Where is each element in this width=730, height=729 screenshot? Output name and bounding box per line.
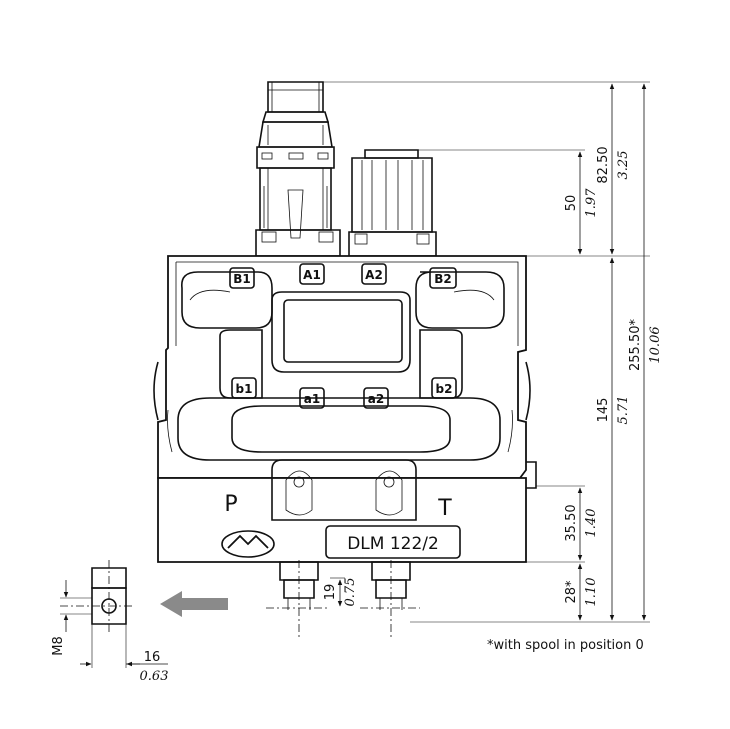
port-labels: B1 A1 A2 B2 b1 a1 a2 b2 P T DLM 122/2 bbox=[224, 263, 457, 554]
port-a1: a1 bbox=[304, 392, 320, 406]
dim-19: 19 bbox=[323, 584, 338, 601]
valve-lower-block bbox=[157, 459, 537, 563]
port-A2: A2 bbox=[365, 268, 383, 282]
dim-19-in: 0.75 bbox=[343, 578, 358, 607]
brand-logo bbox=[221, 530, 275, 558]
valve-body bbox=[153, 255, 531, 479]
port-B1: B1 bbox=[233, 272, 251, 286]
dim-28-in: 1.10 bbox=[584, 578, 599, 607]
actuator-right bbox=[348, 149, 437, 257]
dim-255-in: 10.06 bbox=[648, 326, 663, 363]
side-detail: M8 16 0.63 bbox=[51, 560, 168, 684]
port-B2: B2 bbox=[434, 272, 452, 286]
port-a2: a2 bbox=[368, 392, 384, 406]
dim-82-in: 3.25 bbox=[616, 151, 631, 180]
port-T: T bbox=[437, 496, 452, 521]
dimension-texts: 50 1.97 82.50 3.25 255.50* 10.06 145 5.7… bbox=[323, 146, 663, 606]
port-A1: A1 bbox=[303, 268, 321, 282]
dim-16-in: 0.63 bbox=[140, 669, 169, 684]
dimension-lines bbox=[323, 81, 650, 623]
dim-16: 16 bbox=[144, 650, 161, 665]
dim-35-in: 1.40 bbox=[584, 509, 599, 538]
dim-82: 82.50 bbox=[596, 146, 611, 183]
direction-arrow bbox=[160, 591, 228, 617]
port-b2: b2 bbox=[436, 382, 453, 396]
dim-255: 255.50* bbox=[628, 319, 643, 371]
port-b1: b1 bbox=[236, 382, 253, 396]
dim-50: 50 bbox=[564, 195, 579, 212]
footnote: *with spool in position 0 bbox=[487, 638, 644, 653]
bottom-fittings bbox=[266, 560, 420, 640]
dim-145-in: 5.71 bbox=[616, 396, 631, 425]
dim-50-in: 1.97 bbox=[584, 188, 599, 218]
dim-28: 28* bbox=[564, 580, 579, 604]
actuator-left bbox=[255, 81, 341, 257]
dim-35: 35.50 bbox=[564, 504, 579, 541]
dim-m8: M8 bbox=[51, 636, 66, 656]
port-P: P bbox=[224, 492, 237, 517]
model-label: DLM 122/2 bbox=[347, 534, 439, 554]
dim-145: 145 bbox=[596, 398, 611, 423]
